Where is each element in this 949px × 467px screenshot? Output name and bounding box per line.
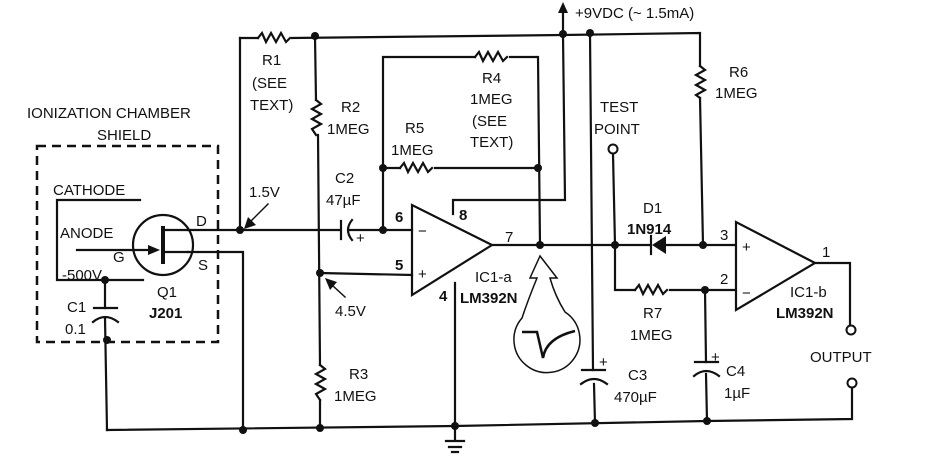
r6-symbol: [693, 64, 708, 100]
c2-polarity: +: [356, 230, 365, 247]
c3-name: C3: [628, 367, 647, 384]
resistors: [256, 30, 708, 402]
c3-symbol: [579, 368, 609, 386]
d1-part: 1N914: [627, 221, 672, 238]
output-terminal-2[interactable]: [846, 377, 858, 389]
r7-value: 1MEG: [630, 327, 673, 344]
r5-symbol: [398, 160, 434, 175]
ic1b-part: LM392N: [776, 305, 834, 322]
c1-value: 0.1: [65, 321, 86, 338]
ic1b-plus: +: [742, 239, 751, 256]
r1-note2: TEXT): [250, 97, 293, 114]
chamber-shield: [35, 144, 220, 344]
ic1a-pin7: 7: [505, 229, 513, 246]
d1-diode: [649, 234, 666, 256]
waveform-bubble-icon: [513, 254, 581, 374]
ic1a-minus: −: [418, 223, 427, 240]
d1-name: D1: [643, 200, 662, 217]
r2-name: R2: [341, 99, 360, 116]
c4-value: 1µF: [724, 385, 750, 402]
ic1a-name: IC1-a: [475, 269, 512, 286]
c2-name: C2: [335, 170, 354, 187]
ic1b-name: IC1-b: [790, 284, 827, 301]
ic1a-pin6: 6: [395, 209, 403, 226]
ic1b-pin1: 1: [822, 244, 830, 261]
r2-symbol: [309, 98, 324, 137]
ic1b-minus: −: [742, 285, 751, 302]
ic1a-opamp: [410, 203, 495, 297]
capacitors: [91, 218, 721, 386]
chamber-title-2: SHIELD: [97, 127, 151, 144]
anode-label: ANODE: [60, 225, 113, 242]
output-terminal-1[interactable]: [845, 324, 857, 336]
r3-value: 1MEG: [334, 388, 377, 405]
test-point-label-2: POINT: [594, 121, 640, 138]
r4-note1: (SEE: [472, 113, 507, 130]
c2-symbol: [339, 218, 354, 242]
gate-label: G: [113, 249, 125, 266]
r7-name: R7: [643, 305, 662, 322]
r4-value: 1MEG: [470, 91, 513, 108]
r3-name: R3: [349, 366, 368, 383]
supply-arrow-icon: [558, 2, 568, 13]
ic1a-part: LM392N: [460, 290, 518, 307]
c4-symbol: [692, 360, 721, 378]
ic1a-pin4: 4: [439, 288, 448, 305]
labels: +9VDC (~ 1.5mA) IONIZATION CHAMBER SHIEL…: [27, 5, 872, 406]
c2-value: 47µF: [326, 192, 361, 209]
test-point-label-1: TEST: [600, 99, 638, 116]
test-point-terminal[interactable]: [607, 143, 619, 155]
r3-symbol: [313, 363, 328, 402]
r1-name: R1: [262, 52, 281, 69]
voltage-arrows: [244, 202, 347, 299]
r1-symbol: [256, 30, 292, 45]
cathode-label: CATHODE: [53, 182, 125, 199]
r7-symbol: [633, 282, 669, 297]
r2-value: 1MEG: [327, 121, 370, 138]
ic1b-pin2: 2: [720, 271, 728, 288]
ground-icon: [444, 439, 466, 454]
ic1a-pin5: 5: [395, 257, 403, 274]
drain-label: D: [196, 213, 207, 230]
c3-polarity: +: [599, 354, 608, 371]
bias-voltage: -500V: [62, 267, 102, 284]
source-label: S: [198, 257, 208, 274]
c3-value: 470µF: [614, 389, 657, 406]
q1-part: J201: [149, 305, 182, 322]
ic1b-opamp: [734, 220, 818, 312]
gate-arrow-icon: [148, 245, 160, 255]
supply-label: +9VDC (~ 1.5mA): [575, 5, 694, 22]
r1-note1: (SEE: [252, 75, 287, 92]
r5-name: R5: [405, 120, 424, 137]
ic1a-plus: +: [418, 266, 427, 283]
c1-symbol: [91, 306, 120, 324]
r6-name: R6: [729, 64, 748, 81]
r5-value: 1MEG: [391, 142, 434, 159]
c4-polarity: +: [711, 349, 720, 366]
r4-note2: TEXT): [470, 134, 513, 151]
c4-name: C4: [726, 363, 745, 380]
c1-name: C1: [67, 299, 86, 316]
ic1a-pin8: 8: [459, 207, 467, 224]
r4-symbol: [473, 49, 509, 64]
drain-voltage: 1.5V: [249, 184, 280, 201]
junction-dots: [101, 29, 711, 434]
output-label: OUTPUT: [810, 349, 872, 366]
ref-voltage: 4.5V: [335, 303, 366, 320]
r4-name: R4: [482, 70, 501, 87]
r6-value: 1MEG: [715, 85, 758, 102]
ic1b-pin3: 3: [720, 227, 728, 244]
wires: [55, 8, 854, 442]
q1-jfet: [131, 213, 195, 277]
q1-name: Q1: [157, 284, 177, 301]
chamber-title: IONIZATION CHAMBER: [27, 105, 191, 122]
